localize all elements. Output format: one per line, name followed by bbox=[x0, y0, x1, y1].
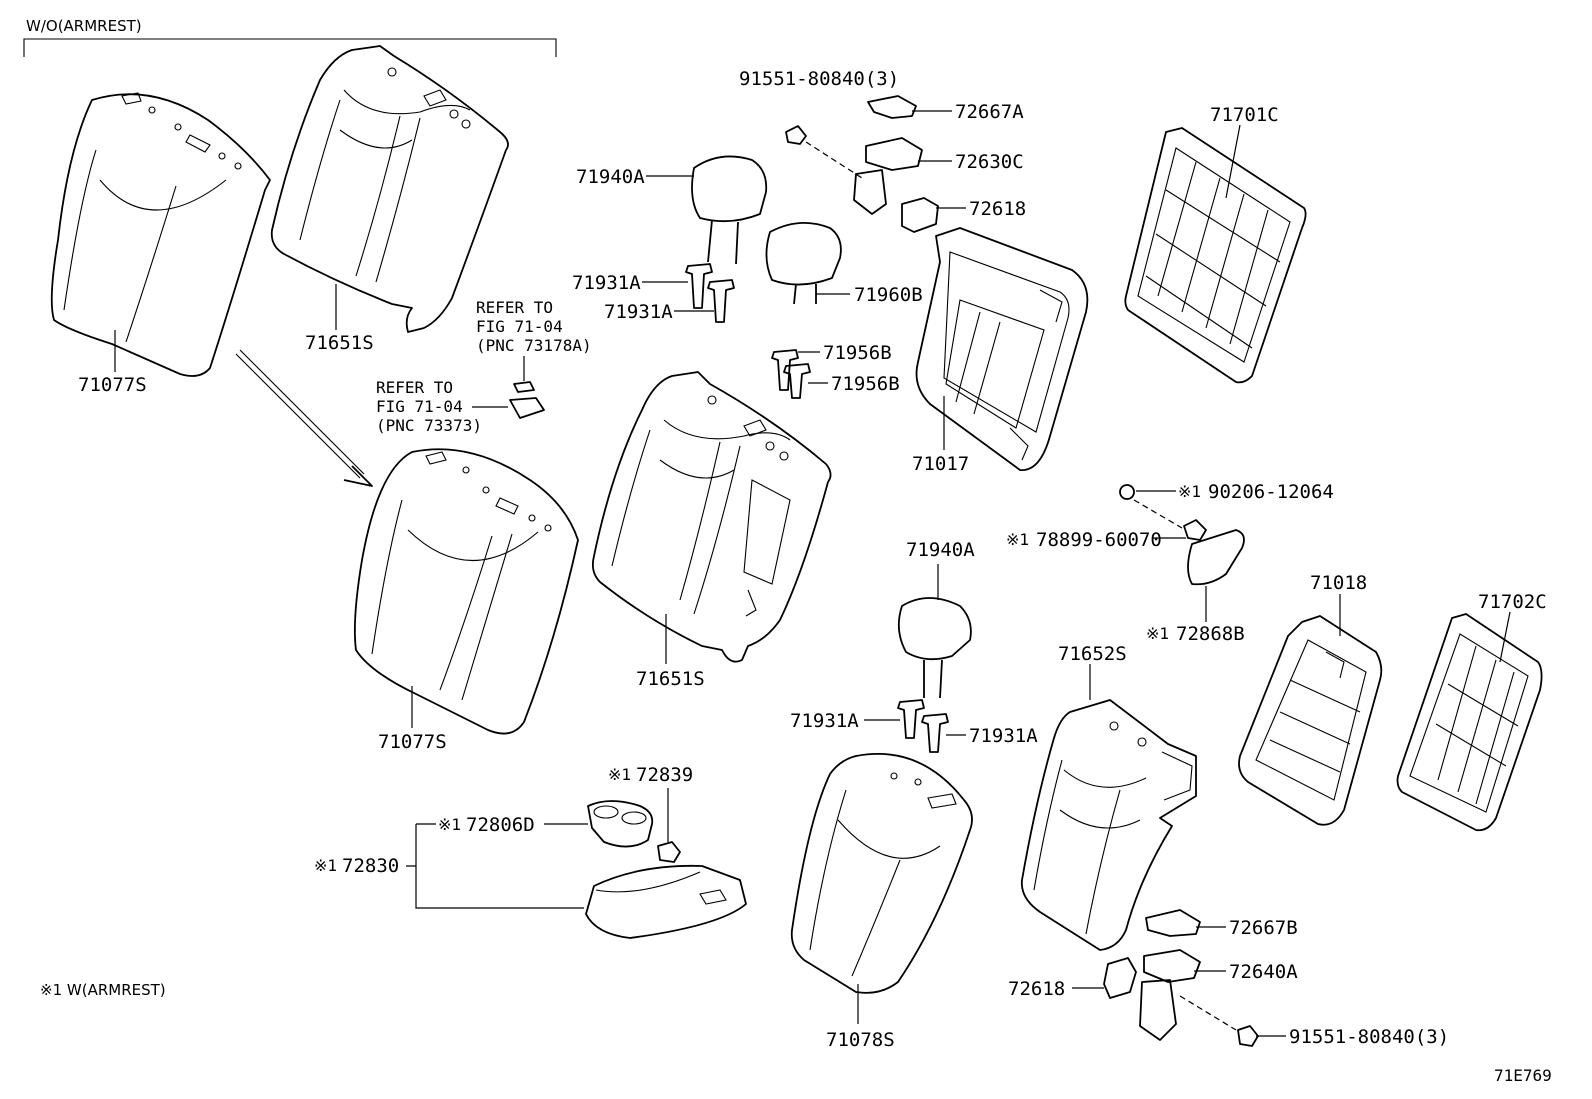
footnote: ※1 W(ARMREST) bbox=[40, 981, 166, 999]
arrow-indicator bbox=[235, 349, 373, 487]
label-71940A-top: 71940A bbox=[576, 166, 645, 188]
label-71651S-top: 71651S bbox=[305, 332, 374, 354]
marker-72839: ※1 bbox=[608, 765, 631, 784]
bolt-91551-a[interactable] bbox=[785, 125, 807, 145]
bracket-72830 bbox=[406, 823, 584, 909]
label-71940A-bottom: 71940A bbox=[906, 539, 975, 561]
label-72667A: 72667A bbox=[955, 101, 1024, 123]
label-72868B: 72868B bbox=[1176, 623, 1245, 645]
seatback-frame-71018[interactable] bbox=[1238, 615, 1383, 826]
label-71931A-b: 71931A bbox=[604, 301, 673, 323]
cup-holder-72806D[interactable] bbox=[587, 800, 654, 848]
label-71652S: 71652S bbox=[1058, 643, 1127, 665]
seatback-pad-71077S-top[interactable] bbox=[50, 92, 271, 377]
variant-bracket bbox=[23, 38, 557, 57]
label-72839: 72839 bbox=[636, 764, 693, 786]
svg-text:(PNC 73373): (PNC 73373) bbox=[376, 416, 482, 435]
part-72839[interactable] bbox=[657, 841, 681, 863]
svg-text:FIG 71-04: FIG 71-04 bbox=[376, 397, 463, 416]
ref-note-73178A[interactable]: REFER TO FIG 71-04 (PNC 73178A) bbox=[476, 298, 592, 355]
label-71931A-a: 71931A bbox=[572, 272, 641, 294]
label-78899: 78899-60070 bbox=[1036, 529, 1162, 551]
figure-id: 71E769 bbox=[1494, 1066, 1552, 1085]
svg-text:(PNC 73178A): (PNC 73178A) bbox=[476, 336, 592, 355]
leader-71701C bbox=[1225, 124, 1241, 199]
headrest-71940A-bottom[interactable] bbox=[897, 597, 972, 699]
hinge-cover-72640A[interactable] bbox=[1139, 949, 1201, 1041]
guide-71931A-top-2[interactable] bbox=[707, 279, 735, 323]
label-72667B: 72667B bbox=[1229, 917, 1298, 939]
armrest-72830[interactable] bbox=[585, 864, 747, 939]
label-71077S-bottom: 71077S bbox=[378, 731, 447, 753]
seatback-board-71701C[interactable] bbox=[1124, 127, 1307, 384]
svg-text:REFER TO: REFER TO bbox=[476, 298, 553, 317]
label-71078S: 71078S bbox=[826, 1029, 895, 1051]
clip-73178A[interactable] bbox=[513, 381, 535, 393]
seatback-pad-71077S-bottom[interactable] bbox=[353, 448, 579, 735]
screw-axis bbox=[1133, 499, 1183, 529]
cover-72868B[interactable] bbox=[1187, 529, 1245, 586]
label-71956B-b: 71956B bbox=[831, 373, 900, 395]
label-71651S-bottom: 71651S bbox=[636, 668, 705, 690]
guide-71931A-top-1[interactable] bbox=[685, 263, 713, 309]
hinge-cover-72630C[interactable] bbox=[853, 137, 923, 215]
label-72640A: 72640A bbox=[1229, 961, 1298, 983]
clip-73373[interactable] bbox=[509, 397, 545, 419]
bracket-72618-top[interactable] bbox=[901, 197, 939, 233]
nut-90206[interactable] bbox=[1119, 484, 1135, 500]
label-71956B-a: 71956B bbox=[823, 342, 892, 364]
label-72806D: 72806D bbox=[466, 814, 535, 836]
ref-note-73373[interactable]: REFER TO FIG 71-04 (PNC 73373) bbox=[376, 378, 482, 435]
label-71702C: 71702C bbox=[1478, 591, 1547, 613]
guide-71956B-1[interactable] bbox=[771, 349, 799, 391]
bolt-91551-b[interactable] bbox=[1237, 1025, 1259, 1047]
seatback-cover-71651S-bottom[interactable] bbox=[591, 371, 832, 663]
leader-71702C bbox=[1499, 611, 1511, 663]
cover-72667A[interactable] bbox=[867, 95, 917, 119]
label-71018: 71018 bbox=[1310, 572, 1367, 594]
headrest-71960B[interactable] bbox=[765, 221, 842, 305]
label-90206: 90206-12064 bbox=[1208, 481, 1334, 503]
label-71931A-c: 71931A bbox=[790, 710, 859, 732]
seatback-frame-71017[interactable] bbox=[915, 227, 1089, 471]
marker-72830: ※1 bbox=[314, 856, 337, 875]
svg-text:FIG 71-04: FIG 71-04 bbox=[476, 317, 563, 336]
label-91551-a: 91551-80840(3) bbox=[739, 68, 899, 90]
guide-71931A-bottom-1[interactable] bbox=[897, 699, 925, 739]
bracket-72618-bottom[interactable] bbox=[1103, 957, 1137, 999]
label-71960B: 71960B bbox=[854, 284, 923, 306]
guide-71956B-2[interactable] bbox=[783, 363, 811, 399]
marker-78899: ※1 bbox=[1006, 530, 1029, 549]
variant-header: W/O(ARMREST) bbox=[26, 17, 142, 35]
svg-text:REFER TO: REFER TO bbox=[376, 378, 453, 397]
cover-72667B[interactable] bbox=[1145, 909, 1201, 937]
label-71017: 71017 bbox=[912, 453, 969, 475]
headrest-71940A-top[interactable] bbox=[691, 155, 768, 265]
label-72830: 72830 bbox=[342, 855, 399, 877]
bolt-axis-a bbox=[805, 141, 863, 179]
seatback-cover-71651S-top[interactable] bbox=[270, 45, 509, 333]
label-72618-bottom: 72618 bbox=[1008, 978, 1065, 1000]
label-71701C: 71701C bbox=[1210, 104, 1279, 126]
guide-71931A-bottom-2[interactable] bbox=[921, 713, 949, 753]
bolt-axis-b bbox=[1179, 995, 1237, 1031]
seatback-cover-71652S[interactable] bbox=[1020, 699, 1197, 951]
marker-72868B: ※1 bbox=[1146, 624, 1169, 643]
marker-72806D: ※1 bbox=[438, 815, 461, 834]
marker-90206: ※1 bbox=[1178, 482, 1201, 501]
label-71077S-top: 71077S bbox=[78, 374, 147, 396]
label-71931A-d: 71931A bbox=[969, 725, 1038, 747]
seatback-board-71702C[interactable] bbox=[1396, 613, 1543, 832]
screw-78899[interactable] bbox=[1183, 519, 1207, 541]
label-72618-top: 72618 bbox=[969, 198, 1026, 220]
label-72630C: 72630C bbox=[955, 151, 1024, 173]
label-91551-b: 91551-80840(3) bbox=[1289, 1026, 1449, 1048]
seatback-pad-71078S[interactable] bbox=[790, 752, 973, 994]
